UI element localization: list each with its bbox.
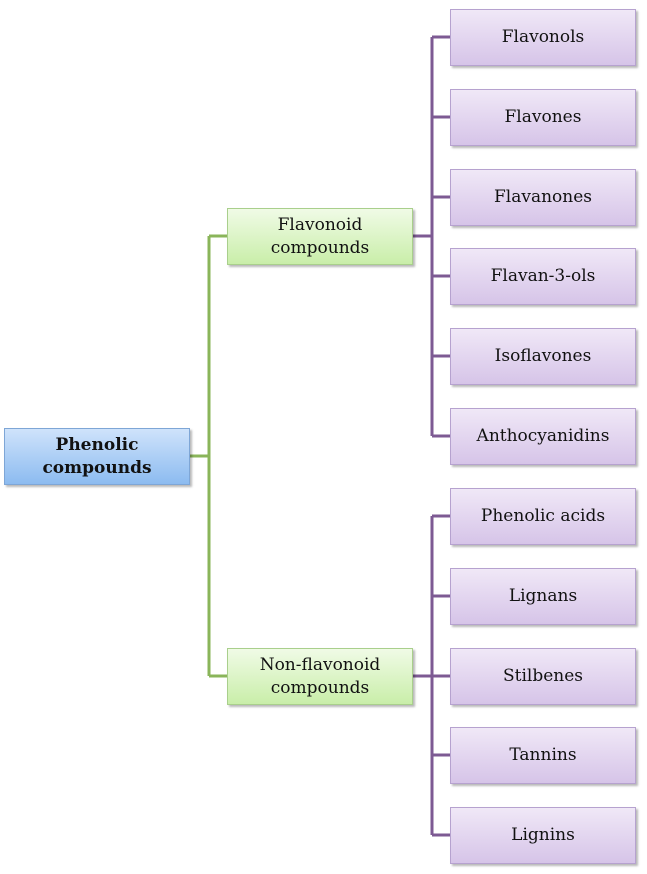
leaf-node-tannins: Tannins	[450, 727, 636, 784]
leaf-label: Isoflavones	[494, 346, 592, 367]
leaf-node-flavonols: Flavonols	[450, 9, 636, 66]
group-label-line1: Non-flavonoid	[259, 655, 381, 676]
non-flavonoid-connectors	[413, 514, 450, 837]
leaf-label: Phenolic acids	[480, 506, 606, 527]
group-label-line2: compounds	[270, 677, 370, 698]
root-label-line2: compounds	[42, 457, 152, 478]
leaf-node-lignans: Lignans	[450, 568, 636, 625]
leaf-node-anthocyanidins: Anthocyanidins	[450, 408, 636, 465]
leaf-label: Stilbenes	[502, 666, 584, 687]
leaf-node-phenolic-acids: Phenolic acids	[450, 488, 636, 545]
leaf-node-isoflavones: Isoflavones	[450, 328, 636, 385]
leaf-label: Flavan-3-ols	[490, 266, 596, 287]
leaf-node-flavanones: Flavanones	[450, 169, 636, 226]
group-node-flavonoid: Flavonoid compounds	[227, 208, 413, 265]
group-node-non-flavonoid: Non-flavonoid compounds	[227, 648, 413, 705]
leaf-label: Lignans	[508, 586, 578, 607]
leaf-node-lignins: Lignins	[450, 807, 636, 864]
leaf-node-stilbenes: Stilbenes	[450, 648, 636, 705]
leaf-label: Anthocyanidins	[476, 426, 610, 447]
leaf-label: Flavanones	[493, 187, 593, 208]
leaf-label: Tannins	[509, 745, 577, 766]
root-connectors	[190, 234, 227, 678]
leaf-label: Flavones	[504, 107, 582, 128]
leaf-node-flavan-3-ols: Flavan-3-ols	[450, 248, 636, 305]
leaf-node-flavones: Flavones	[450, 89, 636, 146]
leaf-label: Flavonols	[501, 27, 585, 48]
flavonoid-connectors	[413, 35, 450, 438]
group-label-line2: compounds	[270, 237, 370, 258]
root-label-line1: Phenolic	[55, 435, 139, 456]
group-label-line1: Flavonoid	[277, 215, 363, 236]
leaf-label: Lignins	[511, 825, 575, 846]
root-node-phenolic-compounds: Phenolic compounds	[4, 428, 190, 485]
